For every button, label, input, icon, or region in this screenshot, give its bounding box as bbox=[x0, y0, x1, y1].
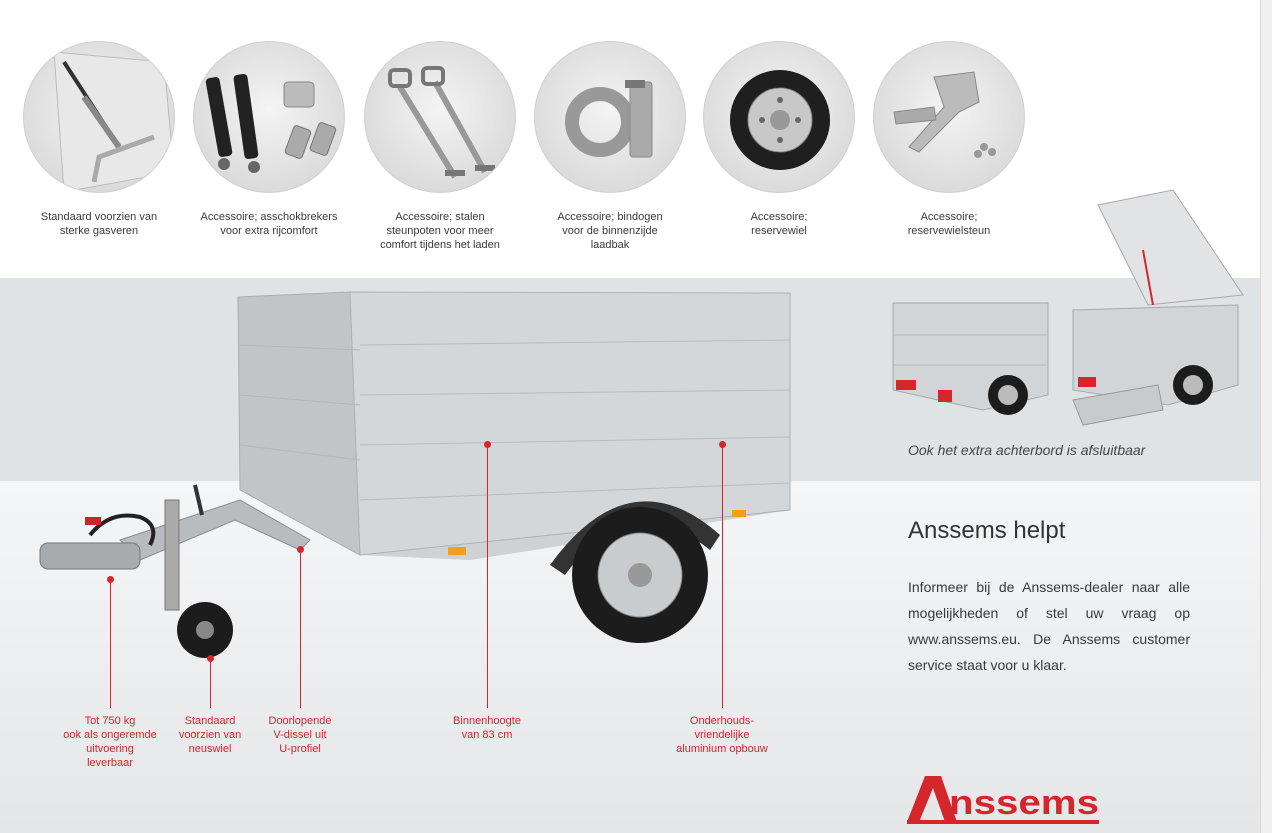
spare-wheel-bracket-icon bbox=[873, 41, 1025, 193]
callout-label-aluminium: Onderhouds- vriendelijke aluminium opbou… bbox=[676, 715, 768, 755]
callout-dot bbox=[207, 655, 214, 662]
accessory-spare-wheel-bracket: Accessoire; reservewielsteun bbox=[864, 41, 1034, 238]
help-title: Anssems helpt bbox=[908, 517, 1066, 544]
anssems-logo: nssems bbox=[907, 776, 1099, 824]
accessory-caption: Accessoire; bindogen voor de binnenzijde… bbox=[557, 211, 663, 251]
accessory-caption: Accessoire; reservewiel bbox=[750, 211, 808, 237]
trailer-small-image bbox=[892, 189, 1244, 426]
callout-label-drawbar: Doorlopende V-dissel uit U-profiel bbox=[268, 715, 332, 755]
logo-text: nssems bbox=[949, 784, 1099, 822]
callout-line bbox=[487, 445, 488, 708]
callout-dot bbox=[484, 441, 491, 448]
support-leg-icon bbox=[364, 41, 516, 193]
accessory-caption: Accessoire; reservewielsteun bbox=[907, 211, 991, 237]
accessory-support-leg: Accessoire; stalen steunpoten voor meer … bbox=[355, 41, 525, 252]
callout-line bbox=[110, 580, 111, 708]
accessory-caption: Accessoire; asschokbrekers voor extra ri… bbox=[200, 211, 338, 237]
accessory-caption: Standaard voorzien van sterke gasveren bbox=[40, 211, 158, 237]
callout-dot bbox=[107, 576, 114, 583]
accessory-lashing-eye: Accessoire; bindogen voor de binnenzijde… bbox=[525, 41, 695, 252]
callout-dot bbox=[297, 546, 304, 553]
accessory-spare-wheel: Accessoire; reservewiel bbox=[694, 41, 864, 238]
spare-wheel-icon bbox=[703, 41, 855, 193]
callout-line bbox=[210, 659, 211, 708]
accessory-gas-spring: Standaard voorzien van sterke gasveren bbox=[14, 41, 184, 238]
accessory-shock-absorber: Accessoire; asschokbrekers voor extra ri… bbox=[184, 41, 354, 238]
shock-absorber-icon bbox=[193, 41, 345, 193]
gas-spring-icon bbox=[23, 41, 175, 193]
trailer-main-image bbox=[39, 291, 791, 658]
callout-label-weight: Tot 750 kg ook als ongeremde uitvoering … bbox=[63, 715, 157, 769]
help-text: Informeer bij de Anssems-dealer naar all… bbox=[908, 579, 1190, 673]
callout-line bbox=[300, 550, 301, 708]
callout-dot bbox=[719, 441, 726, 448]
accessory-caption: Accessoire; stalen steunpoten voor meer … bbox=[380, 211, 500, 251]
lashing-eye-icon bbox=[534, 41, 686, 193]
callout-line bbox=[722, 445, 723, 708]
scrollbar[interactable] bbox=[1260, 0, 1272, 833]
callout-label-jockey-wheel: Standaard voorzien van neuswiel bbox=[178, 715, 242, 755]
side-image-caption: Ook het extra achterbord is afsluitbaar bbox=[908, 442, 1146, 458]
callout-label-inner-height: Binnenhoogte van 83 cm bbox=[453, 715, 521, 741]
